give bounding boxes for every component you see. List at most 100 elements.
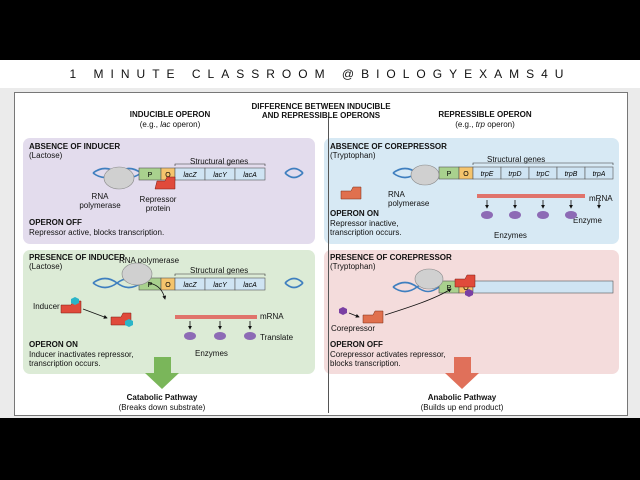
translation-arrows xyxy=(188,321,252,330)
gene-O-4: O xyxy=(463,285,469,292)
mrna-label-2: mRNA xyxy=(589,194,613,203)
banner-bar: 1 MINUTE CLASSROOM @BIOLOGYEXAMS4U xyxy=(0,60,640,88)
presence-corepressor-heading: PRESENCE OF COREPRESSOR xyxy=(330,253,452,262)
operon-illustrations: P O lacZ lacY lacA P xyxy=(60,162,614,389)
gene-O-2: O xyxy=(165,282,171,289)
gene-P-2: P xyxy=(148,282,153,289)
gene-trpE: trpE xyxy=(481,171,494,178)
absence-corepressor-heading: ABSENCE OF COREPRESSOR xyxy=(330,142,447,151)
center-divider xyxy=(328,117,329,413)
enzyme-icons xyxy=(184,332,256,340)
operon-off-label-2: OPERON OFF xyxy=(330,340,383,349)
translate-label: Translate xyxy=(260,333,294,342)
enzyme-icons-2 xyxy=(481,211,577,219)
enzymes-label-2: Enzymes xyxy=(494,231,527,240)
operon-off-desc-2b: blocks transcription. xyxy=(330,359,401,368)
diagram-frame: DIFFERENCE BETWEEN INDUCIBLE AND REPRESS… xyxy=(14,92,628,416)
operon-on-desc2: transcription occurs. xyxy=(29,359,101,368)
gene-trpC: trpC xyxy=(536,171,550,178)
anabolic-pathway-desc: (Builds up end product) xyxy=(420,403,504,412)
absence-corepressor-sub: (Tryptophan) xyxy=(330,151,376,160)
operon-on-desc-2b: transcription occurs. xyxy=(330,228,402,237)
gene-lacY-2: lacY xyxy=(213,282,228,289)
operon-off-label: OPERON OFF xyxy=(29,218,82,227)
catabolic-pathway-label: Catabolic Pathway xyxy=(126,393,198,402)
inducer-binding-arrow xyxy=(82,308,108,319)
main-title-line2: AND REPRESSIBLE OPERONS xyxy=(261,111,381,120)
presence-inducer-heading: PRESENCE OF INDUCER xyxy=(29,253,126,262)
inducer-molecule-icon xyxy=(71,297,79,305)
repressible-example: (e.g., trp operon) xyxy=(455,120,515,129)
operon-genes-trp-on: P O trpE trpD trpC trpB trpA xyxy=(438,162,614,180)
gene-trpB: trpB xyxy=(565,171,578,178)
repressor-icon-2 xyxy=(362,310,384,324)
structural-genes-label-2: Structural genes xyxy=(190,266,249,275)
gene-O: O xyxy=(165,172,171,179)
panel-presence-corepressor xyxy=(324,250,619,374)
rna-polymerase-icon-4 xyxy=(414,268,444,290)
gene-lacY: lacY xyxy=(213,172,228,179)
bound-corepressor-icon xyxy=(465,289,473,297)
rna-polymerase-icon xyxy=(103,166,135,190)
slide: DIFFERENCE BETWEEN INDUCIBLE AND REPRESS… xyxy=(0,88,640,418)
rna-polymerase-label-3b: polymerase xyxy=(388,199,430,208)
active-repressor-on-operator-icon xyxy=(454,274,476,288)
structural-genes-label-3: Structural genes xyxy=(487,155,546,164)
gene-P: P xyxy=(148,172,153,179)
catabolic-pathway-desc: (Breaks down substrate) xyxy=(118,403,206,412)
gene-trpD: trpD xyxy=(508,171,521,178)
transcription-arrow xyxy=(148,282,167,300)
repressor-label2: protein xyxy=(145,204,171,213)
corepressor-molecule-icon xyxy=(339,307,347,315)
operon-genes-lac-off: P O lacZ lacY lacA xyxy=(138,163,266,181)
gene-lacA: lacA xyxy=(243,172,257,179)
rna-polymerase-icon-2 xyxy=(121,262,153,286)
operon-genes-lac-on: P O lacZ lacY lacA xyxy=(138,273,266,291)
gene-P-3: P xyxy=(447,171,452,178)
operon-on-desc1: Inducer inactivates repressor, xyxy=(29,350,134,359)
gene-P-4: P xyxy=(447,285,452,292)
gene-lacZ-2: lacZ xyxy=(183,282,197,289)
corepressor-binding-arrow xyxy=(348,312,360,318)
mrna-strand-2 xyxy=(477,194,585,198)
gene-lacZ: lacZ xyxy=(183,172,197,179)
gene-lacA-2: lacA xyxy=(243,282,257,289)
inducible-heading: INDUCIBLE OPERON xyxy=(129,110,211,119)
panel-absence-inducer xyxy=(23,138,315,244)
presence-corepressor-sub: (Tryptophan) xyxy=(330,262,376,271)
corepressor-label: Corepressor xyxy=(331,324,376,333)
rna-polymerase-label2: polymerase xyxy=(79,201,121,210)
translation-arrows-2 xyxy=(485,200,601,209)
repressor-label: Repressor xyxy=(139,195,177,204)
repressor-icon xyxy=(154,176,176,190)
operon-off-desc-2a: Corepressor activates repressor, xyxy=(330,350,446,359)
anabolic-pathway-label: Anabolic Pathway xyxy=(427,393,497,402)
rna-polymerase-icon-3 xyxy=(410,164,440,186)
gene-trpA: trpA xyxy=(593,171,606,178)
rna-polymerase-label: RNA xyxy=(91,192,109,201)
main-title-line1: DIFFERENCE BETWEEN INDUCIBLE xyxy=(251,102,391,111)
mrna-strand xyxy=(175,315,257,319)
panel-absence-corepressor xyxy=(324,138,619,244)
repressor-binding-arrow xyxy=(384,288,452,316)
rna-polymerase-label-top: RNA polymerase xyxy=(119,256,180,265)
absence-inducer-heading: ABSENCE OF INDUCER xyxy=(29,142,121,151)
inducer-label: Inducer xyxy=(33,302,60,311)
operon-off-desc: Repressor active, blocks transcription. xyxy=(29,228,165,237)
absence-inducer-sub: (Lactose) xyxy=(29,151,63,160)
inducer-bound-icon xyxy=(125,319,133,327)
inducible-example: (e.g., lac operon) xyxy=(139,120,201,129)
operon-on-desc-2a: Repressor inactive, xyxy=(330,219,399,228)
operon-on-label-2: OPERON ON xyxy=(330,209,379,218)
mrna-label: mRNA xyxy=(260,312,284,321)
gene-O-3: O xyxy=(463,171,469,178)
rna-polymerase-label-3: RNA xyxy=(388,190,405,199)
presence-inducer-sub: (Lactose) xyxy=(29,262,63,271)
anabolic-pathway-arrow xyxy=(445,357,479,389)
banner-text: 1 MINUTE CLASSROOM @BIOLOGYEXAMS4U xyxy=(69,67,571,81)
catabolic-pathway-arrow xyxy=(145,357,179,389)
enzyme-label: Enzyme xyxy=(573,216,602,225)
repressible-heading: REPRESSIBLE OPERON xyxy=(438,110,532,119)
operon-on-label: OPERON ON xyxy=(29,340,78,349)
inactive-repressor-icon-2 xyxy=(340,186,362,200)
